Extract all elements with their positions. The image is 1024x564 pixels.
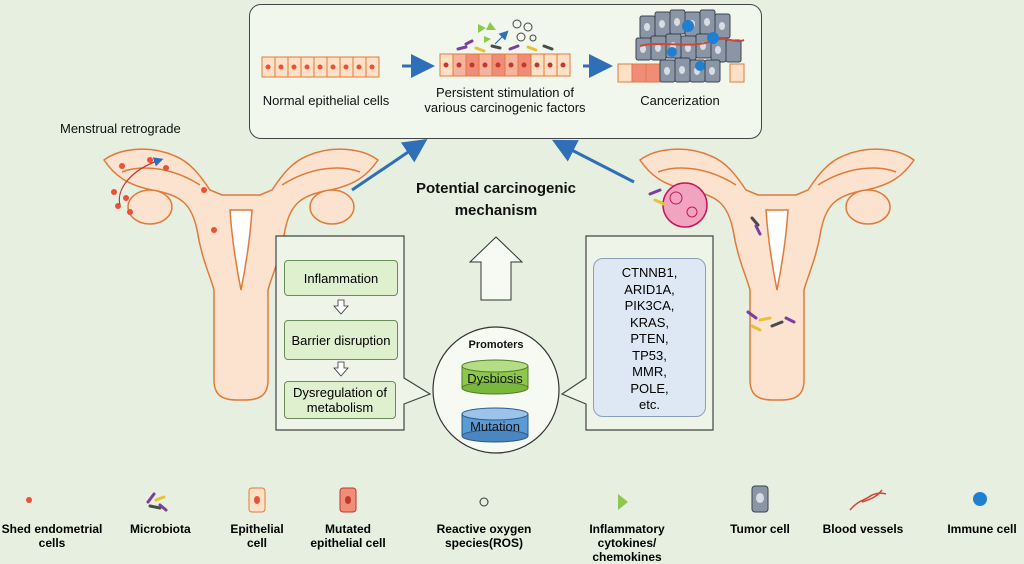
center-title-line1: Potential carcinogenic: [415, 180, 577, 197]
immune-cell-icon: [973, 492, 987, 506]
legend-microbiota: Microbiota: [130, 522, 191, 536]
dysbiosis-cylinder: [461, 359, 529, 395]
arrow-right-to-panel: [551, 139, 635, 184]
promoters-title: Promoters: [468, 339, 524, 351]
mutation-cylinder: [461, 407, 529, 443]
center-title-line2: mechanism: [454, 202, 538, 219]
stage2-line2: various carcinogenic factors: [424, 100, 586, 115]
gene-item: etc.: [639, 397, 660, 412]
ovarian-tumor: [662, 182, 708, 228]
stage2-label: Persistent stimulation of various carcin…: [410, 85, 600, 115]
gene-item: CTNNB1,: [621, 265, 678, 280]
gene-item: PTEN,: [630, 331, 669, 346]
center-title: Potential carcinogenic mechanism: [392, 178, 600, 222]
mechanism-barrier-disruption: Barrier disruption: [284, 320, 398, 360]
bacteria-icon: [146, 492, 168, 512]
legend-icons: [26, 485, 987, 513]
dysbiosis-label: Dysbiosis: [467, 371, 523, 386]
uterus-right: [638, 148, 916, 401]
legend-cytokines: Inflammatory cytokines/ chemokines: [589, 522, 665, 564]
red-dot-icon: [26, 497, 32, 503]
tumor-cluster: [617, 9, 745, 83]
microbiota-right: [648, 188, 796, 332]
legend-immune-cell: Immune cell: [947, 522, 1017, 536]
gene-item: TP53,: [632, 347, 667, 363]
blood-vessel-icon: [849, 489, 887, 511]
menstrual-retrograde-label: Menstrual retrograde: [60, 121, 181, 136]
legend-tumor-cell: Tumor cell: [730, 522, 790, 536]
gene-item: KRAS,: [629, 314, 669, 330]
legend-epithelial-cell: Epithelial cell: [230, 522, 284, 550]
legend-shed-cells: Shed endometrial cells: [1, 522, 103, 550]
gene-item: MMR,: [632, 364, 667, 379]
legend-mutated-cell: Mutated epithelial cell: [310, 522, 386, 550]
normal-epithelial-row: [261, 56, 380, 78]
gene-list: CTNNB1, ARID1A, PIK3CA, KRAS, PTEN, TP53…: [593, 258, 706, 417]
gene-item: PIK3CA,: [624, 298, 675, 313]
mutation-label: Mutation: [470, 419, 520, 434]
tumor-cell-icon: [751, 485, 769, 513]
mechanism-metabolism: Dysregulation of metabolism: [284, 381, 396, 419]
arrow-left-to-panel: [351, 138, 428, 192]
hollow-up-arrow: [468, 236, 524, 301]
stimulated-epithelium: [439, 19, 571, 77]
legend-blood-vessels: Blood vessels: [822, 522, 904, 536]
stage3-label: Cancerization: [640, 93, 720, 108]
stage1-label: Normal epithelial cells: [262, 93, 390, 108]
stage2-line1: Persistent stimulation of: [435, 85, 574, 100]
gene-item: ARID1A,: [624, 281, 675, 297]
mutated-cell-icon: [339, 487, 357, 513]
uterus-left: [102, 148, 380, 401]
green-triangle-icon: [618, 494, 628, 510]
ros-circle-icon: [479, 497, 489, 507]
legend-ros: Reactive oxygen species(ROS): [436, 522, 532, 550]
shed-cells-left: [111, 157, 217, 233]
epithelial-cell-icon: [248, 487, 266, 513]
gene-item: POLE,: [630, 380, 669, 396]
mechanism-inflammation: Inflammation: [284, 260, 398, 296]
